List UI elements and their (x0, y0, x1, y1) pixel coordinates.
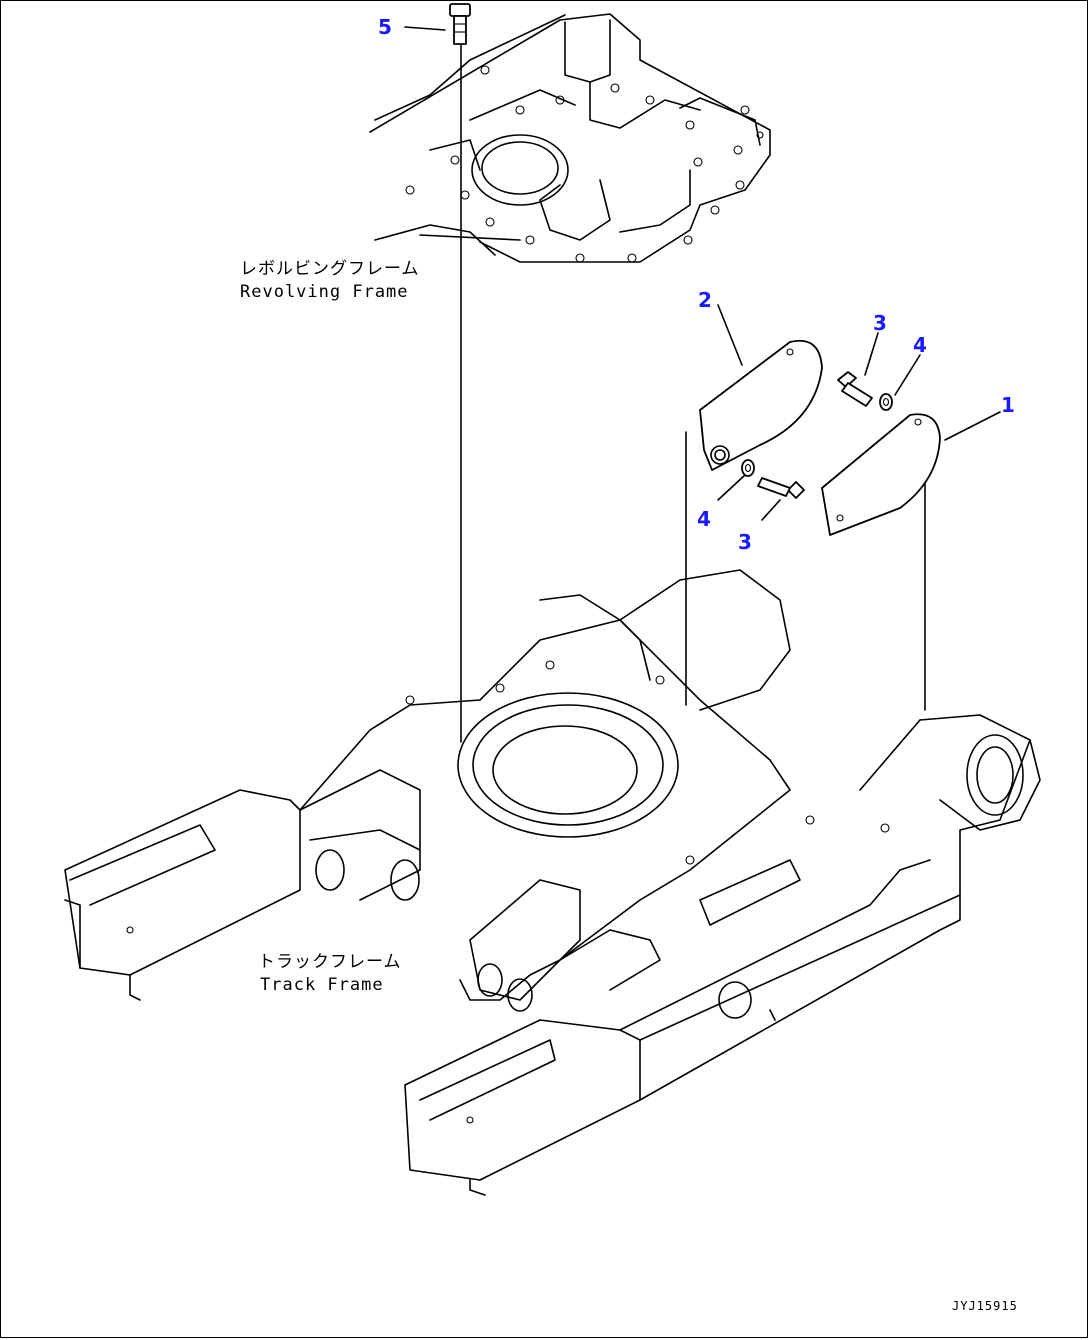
revolving-frame-label-jp: レボルビングフレーム (240, 259, 420, 279)
callout-2[interactable]: 2 (698, 288, 712, 312)
callout-3-upper[interactable]: 3 (873, 311, 887, 335)
track-frame-label-jp: トラックフレーム (258, 952, 402, 972)
washer-part-4-lower-icon[interactable] (741, 459, 755, 477)
assembly-lines (404, 26, 1001, 743)
bolt-part-3-upper-icon[interactable] (837, 371, 873, 407)
callout-5[interactable]: 5 (378, 15, 392, 39)
cover-plate-part-1-icon[interactable] (821, 413, 941, 536)
track-frame-drawing (64, 569, 1041, 1196)
callout-1[interactable]: 1 (1001, 393, 1015, 417)
callout-3-lower[interactable]: 3 (738, 530, 752, 554)
cover-plate-part-2-icon[interactable] (699, 339, 823, 471)
revolving-frame-label-en: Revolving Frame (240, 282, 409, 302)
washer-part-4-upper-icon[interactable] (879, 393, 893, 411)
bolt-part-3-lower-icon[interactable] (757, 477, 805, 499)
callout-4-lower[interactable]: 4 (697, 507, 711, 531)
track-frame-label-en: Track Frame (260, 975, 384, 995)
revolving-frame-drawing (369, 13, 771, 263)
bolt-part-5-icon[interactable] (449, 3, 471, 45)
callout-4-upper[interactable]: 4 (913, 333, 927, 357)
drawing-id: JYJ15915 (952, 1299, 1018, 1313)
